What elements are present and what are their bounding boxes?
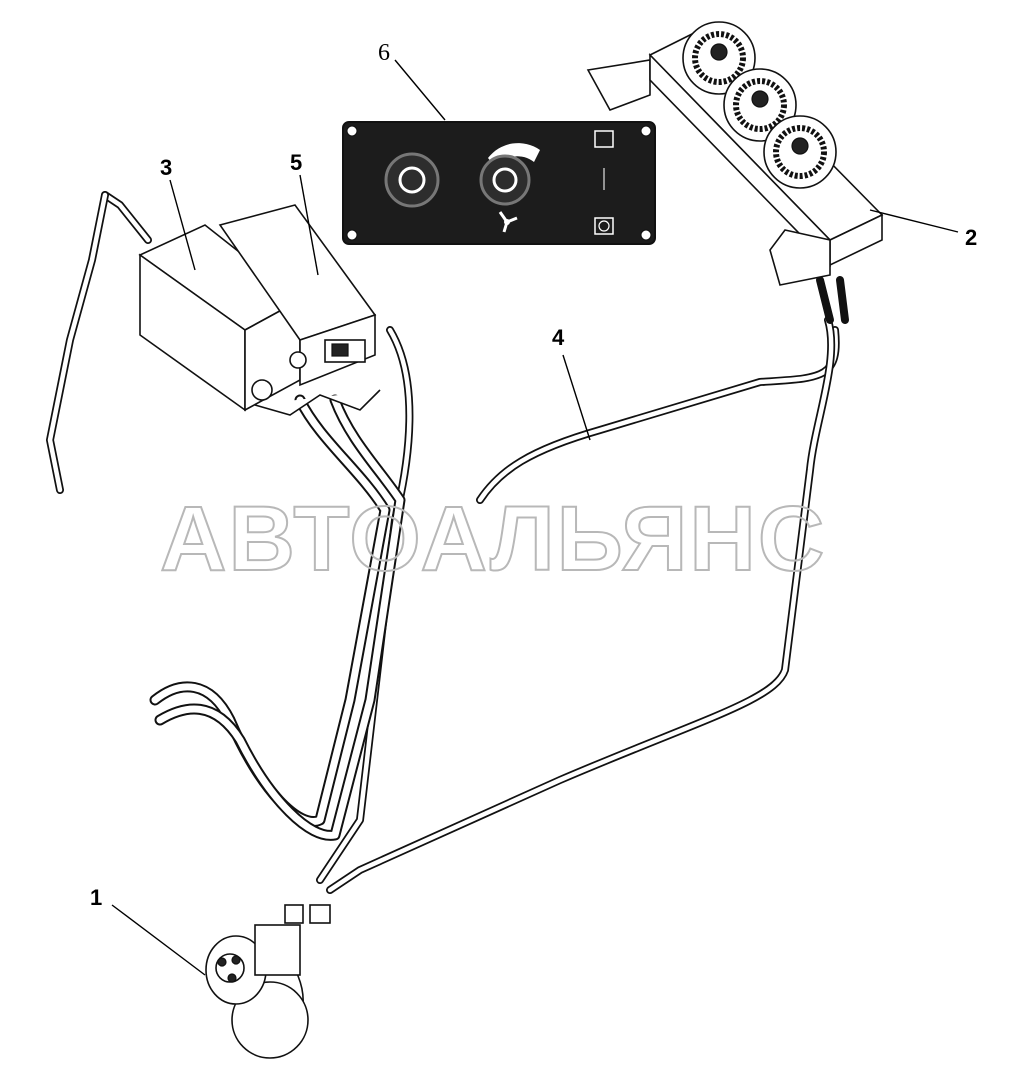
label-2: 2 (965, 225, 977, 250)
fan-speed-knob-icon (479, 143, 540, 206)
temperature-knob-icon (384, 152, 440, 208)
compressor (205, 904, 331, 1059)
leader-lines (111, 59, 959, 976)
watermark-text: АВТОАЛЬЯНС (160, 488, 826, 590)
hvac-unit (138, 204, 381, 416)
fan-1-icon (682, 21, 756, 95)
label-3: 3 (160, 155, 172, 180)
ac-switch-icon (594, 130, 614, 235)
label-4: 4 (552, 325, 565, 350)
control-panel (342, 121, 656, 245)
label-1: 1 (90, 885, 102, 910)
label-6: 6 (378, 40, 390, 66)
condenser-unit (586, 21, 884, 286)
fan-3-icon (763, 115, 837, 189)
label-5: 5 (290, 150, 302, 175)
fan-icon (498, 211, 518, 233)
hose-lines (46, 191, 849, 894)
